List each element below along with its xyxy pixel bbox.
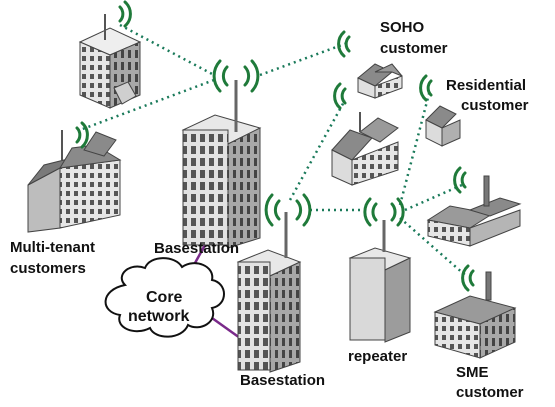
- antenna-waves-icon: [419, 74, 433, 102]
- repeater-tower-icon: [348, 220, 412, 343]
- radio-waves: [75, 0, 475, 292]
- antenna-waves-icon: [264, 193, 312, 227]
- sme-label-line2: customer: [456, 384, 524, 401]
- soho-label-line2: customer: [380, 40, 448, 57]
- basestation-tower-bottom-icon: [236, 212, 302, 373]
- multitenant-label-line1: Multi-tenant: [10, 239, 95, 256]
- basestation-top-label: Basestation: [154, 240, 240, 257]
- wireless-links: [79, 23, 466, 276]
- multi-tenant-houses-icon: [27, 130, 122, 233]
- repeater-label: repeater: [348, 348, 408, 365]
- soho-label-line1: SOHO: [380, 19, 425, 36]
- antenna-waves-icon: [118, 0, 132, 28]
- multitenant-label-line2: customers: [10, 260, 86, 277]
- soho-house-icon: [357, 63, 403, 99]
- basestation-tower-top-icon: [181, 80, 262, 249]
- antenna-waves-icon: [363, 197, 405, 227]
- basestation-bottom-label: Basestation: [240, 372, 326, 389]
- residential-house-icon: [425, 105, 461, 147]
- office-building-icon: [78, 14, 142, 109]
- sme-office-building-icon: [433, 271, 517, 359]
- antenna-waves-icon: [461, 264, 475, 292]
- residential-label-line2: customer: [461, 97, 529, 114]
- factory-icon: [426, 175, 522, 247]
- cloud-icon: [104, 257, 225, 338]
- house-icon: [331, 112, 399, 186]
- core-network-label-line2: network: [128, 308, 190, 325]
- antenna-waves-icon: [333, 82, 347, 110]
- antenna-waves-icon: [75, 121, 89, 149]
- antenna-waves-icon: [337, 30, 351, 58]
- core-network-label-line1: Core: [146, 289, 183, 306]
- sme-label-line1: SME: [456, 364, 489, 381]
- antenna-waves-icon: [212, 59, 260, 93]
- residential-label-line1: Residential: [446, 77, 527, 94]
- antenna-waves-icon: [453, 166, 467, 194]
